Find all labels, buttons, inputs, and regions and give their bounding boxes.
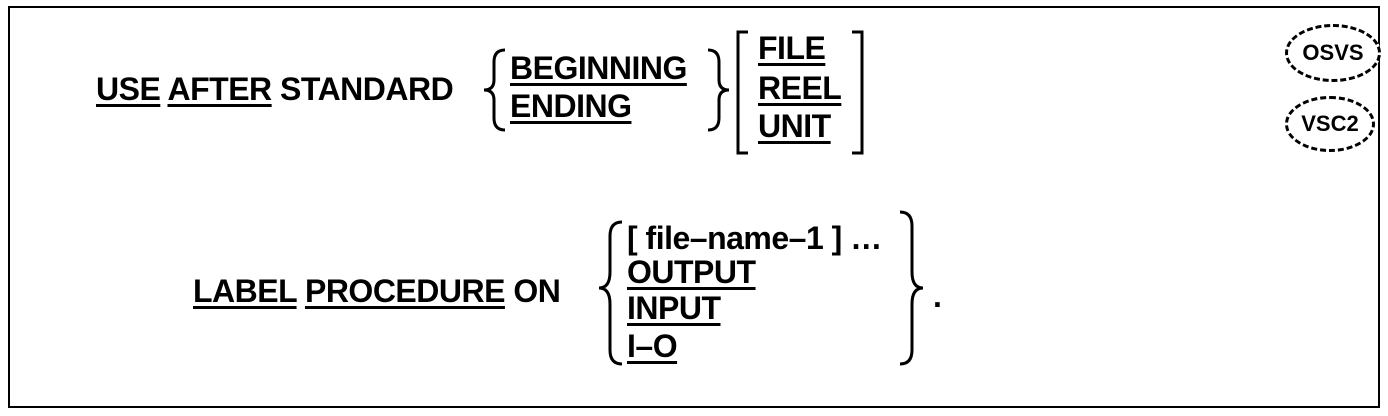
brace-right-2 xyxy=(899,210,924,366)
option-unit: UNIT xyxy=(758,108,831,144)
syntax-box xyxy=(8,6,1380,408)
badge-osvs: OSVS xyxy=(1285,24,1381,82)
option-file-name: [ file–name–1 ] … xyxy=(627,220,882,256)
keyword-after: AFTER xyxy=(167,71,273,107)
statement-period: . xyxy=(933,278,942,314)
option-ending: ENDING xyxy=(510,88,632,124)
bracket-right xyxy=(852,30,864,155)
option-i-o: I–O xyxy=(627,328,678,364)
option-output: OUTPUT xyxy=(627,254,756,290)
brace-left-2 xyxy=(598,220,623,366)
option-input: INPUT xyxy=(627,290,721,326)
keyword-procedure: PROCEDURE xyxy=(304,273,505,309)
brace-right-1 xyxy=(707,48,730,132)
option-reel: REEL xyxy=(758,70,842,106)
word-standard: STANDARD xyxy=(280,71,454,107)
option-beginning: BEGINNING xyxy=(510,50,687,86)
keyword-label: LABEL xyxy=(193,273,297,309)
badge-vsc2: VSC2 xyxy=(1285,96,1375,152)
bracket-left xyxy=(736,30,748,155)
word-on: ON xyxy=(513,273,561,309)
brace-left-1 xyxy=(483,48,506,132)
option-file: FILE xyxy=(758,30,826,66)
keyword-use: USE xyxy=(96,71,161,107)
